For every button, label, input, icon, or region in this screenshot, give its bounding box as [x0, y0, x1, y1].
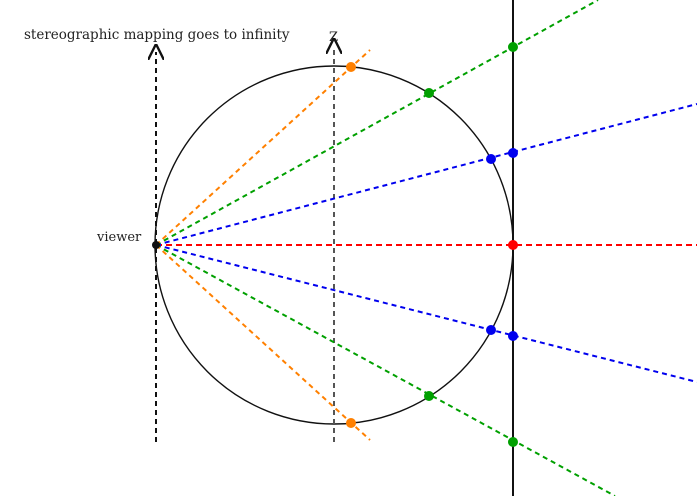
- ray-green-lower: [155, 244, 616, 496]
- points-group: [152, 42, 518, 447]
- viewer-point: [152, 241, 160, 249]
- z-axis-label: Z: [329, 30, 338, 45]
- red-point-projection: [508, 240, 518, 250]
- ray-blue-upper: [155, 103, 697, 246]
- ray-green-upper: [155, 0, 599, 246]
- ray-blue-lower: [155, 244, 697, 383]
- blue-point-circle-lower: [486, 325, 496, 335]
- green-point-projection-upper: [508, 42, 518, 52]
- orange-point-circle-upper: [346, 62, 356, 72]
- blue-point-circle-upper: [486, 154, 496, 164]
- ray-orange-lower: [155, 244, 371, 441]
- blue-point-projection-upper: [508, 148, 518, 158]
- blue-point-projection-lower: [508, 331, 518, 341]
- rays-group: [155, 0, 697, 496]
- viewer-label: viewer: [96, 230, 142, 245]
- orange-point-circle-lower: [346, 418, 356, 428]
- green-point-circle-lower: [424, 391, 434, 401]
- green-point-projection-lower: [508, 437, 518, 447]
- top-left-label: stereographic mapping goes to infinity: [24, 27, 290, 43]
- ray-orange-upper: [155, 49, 371, 246]
- green-point-circle-upper: [424, 88, 434, 98]
